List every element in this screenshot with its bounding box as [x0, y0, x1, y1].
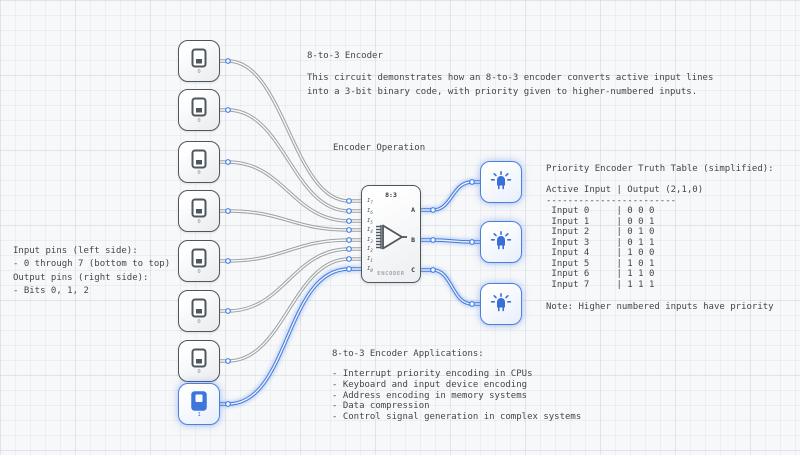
encoder-pin-label-c: C — [411, 266, 415, 274]
switch-off-icon — [191, 149, 207, 169]
wire-input-7-active[interactable] — [220, 267, 361, 406]
encoder-size-label: 8:3 — [385, 191, 397, 199]
applications-title: 8-to-3 Encoder Applications: — [332, 349, 484, 359]
circuit-title: 8-to-3 Encoder — [307, 51, 383, 61]
encoder-pin-label-i5: I5 — [367, 218, 373, 226]
encoder-pin-label-a: A — [411, 206, 415, 214]
operation-label: Encoder Operation — [333, 143, 426, 153]
switch-off-icon — [191, 97, 207, 117]
encoder-pin-label-i2: I2 — [367, 246, 373, 254]
input-switch-1[interactable]: 0 — [178, 89, 220, 131]
switch-off-icon — [191, 48, 207, 68]
switch-value: 0 — [197, 319, 201, 325]
switch-off-icon — [191, 298, 207, 318]
switch-on-icon — [191, 391, 207, 411]
wire-input-4[interactable] — [220, 238, 361, 263]
led-on-icon — [490, 231, 512, 250]
encoder-chip[interactable]: 8:3 I7 I6 I5 I4 I3 I2 I1 I0 A B C ENCODE… — [361, 185, 421, 283]
circuit-description: This circuit demonstrates how an 8-to-3 … — [307, 73, 714, 97]
truth-table-body: Active Input | Output (2,1,0) ----------… — [546, 185, 704, 290]
encoder-pin-label-i7: I7 — [367, 198, 373, 206]
truth-table-title: Priority Encoder Truth Table (simplified… — [546, 164, 774, 174]
switch-off-icon — [191, 248, 207, 268]
encoder-pin-label-i6: I6 — [367, 208, 373, 216]
led-on-icon — [490, 171, 512, 190]
led-on-icon — [490, 293, 512, 312]
switch-value: 0 — [197, 219, 201, 225]
input-switch-6[interactable]: 0 — [178, 340, 220, 382]
switch-off-icon — [191, 198, 207, 218]
encoder-pin-label-i3: I3 — [367, 237, 373, 245]
switch-off-icon — [191, 348, 207, 368]
wire-input-1[interactable] — [220, 108, 361, 213]
encoder-pin-label-i1: I1 — [367, 256, 373, 264]
output-led-b[interactable] — [480, 221, 522, 263]
encoder-name-label: ENCODER — [377, 271, 405, 277]
switch-value: 1 — [197, 412, 201, 418]
applications-list: - Interrupt priority encoding in CPUs - … — [332, 369, 582, 423]
input-switch-2[interactable]: 0 — [178, 141, 220, 183]
switch-value: 0 — [197, 369, 201, 375]
output-led-a[interactable] — [480, 161, 522, 203]
wire-input-6[interactable] — [220, 257, 361, 363]
truth-table-note: Note: Higher numbered inputs have priori… — [546, 302, 774, 312]
wire-input-3[interactable] — [220, 209, 361, 232]
encoder-pin-label-b: B — [411, 236, 415, 244]
input-switch-4[interactable]: 0 — [178, 240, 220, 282]
io-pins-note: Input pins (left side): - 0 through 7 (b… — [13, 246, 171, 297]
encoder-symbol-icon — [376, 224, 407, 250]
wire-input-5[interactable] — [220, 247, 361, 313]
input-switch-3[interactable]: 0 — [178, 190, 220, 232]
switch-value: 0 — [197, 170, 201, 176]
switch-value: 0 — [197, 69, 201, 75]
switch-value: 0 — [197, 269, 201, 275]
switch-value: 0 — [197, 118, 201, 124]
encoder-pin-label-i0: I0 — [367, 266, 373, 274]
wire-connector-dots — [225, 58, 475, 407]
encoder-pin-label-i4: I4 — [367, 227, 373, 235]
wire-output-c[interactable] — [421, 268, 480, 306]
input-switch-7-active[interactable]: 1 — [178, 383, 220, 425]
output-led-c[interactable] — [480, 283, 522, 325]
input-switch-0[interactable]: 0 — [178, 40, 220, 82]
input-switch-5[interactable]: 0 — [178, 290, 220, 332]
wire-output-a[interactable] — [421, 180, 480, 212]
wire-input-0[interactable] — [220, 59, 361, 203]
wire-input-2[interactable] — [220, 160, 361, 223]
